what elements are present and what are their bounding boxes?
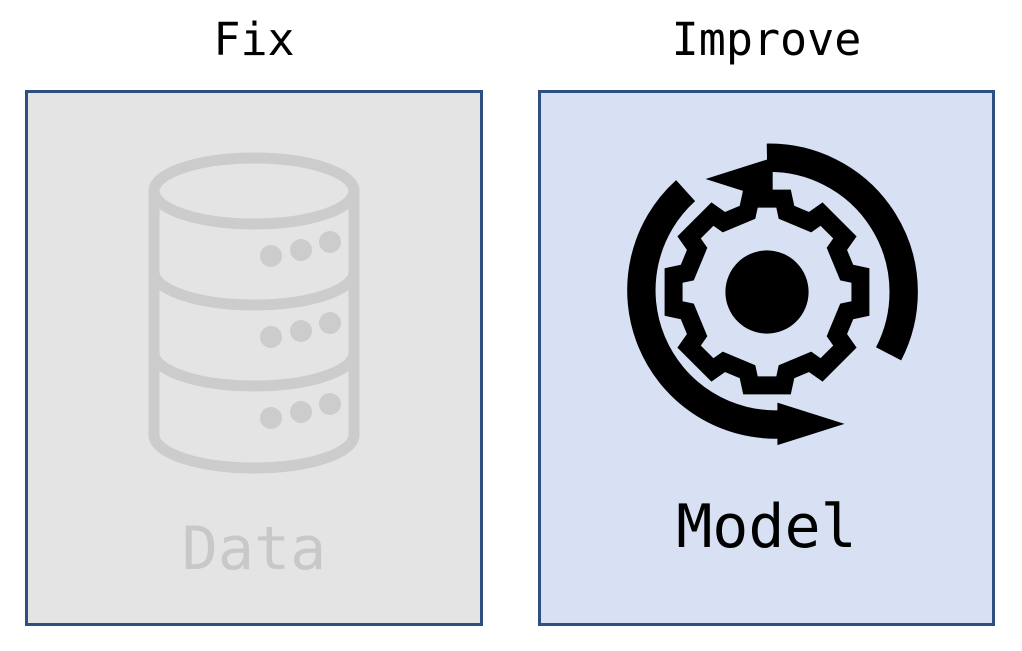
column-title-improve: Improve [671, 13, 862, 66]
panel-data[interactable]: Data [25, 90, 483, 626]
panel-model[interactable]: Model [538, 90, 995, 626]
gear-refresh-icon [611, 135, 923, 449]
panel-label-model: Model [676, 492, 857, 562]
column-title-fix: Fix [213, 13, 295, 66]
panel-label-data: Data [181, 514, 327, 584]
database-icon [145, 151, 363, 475]
